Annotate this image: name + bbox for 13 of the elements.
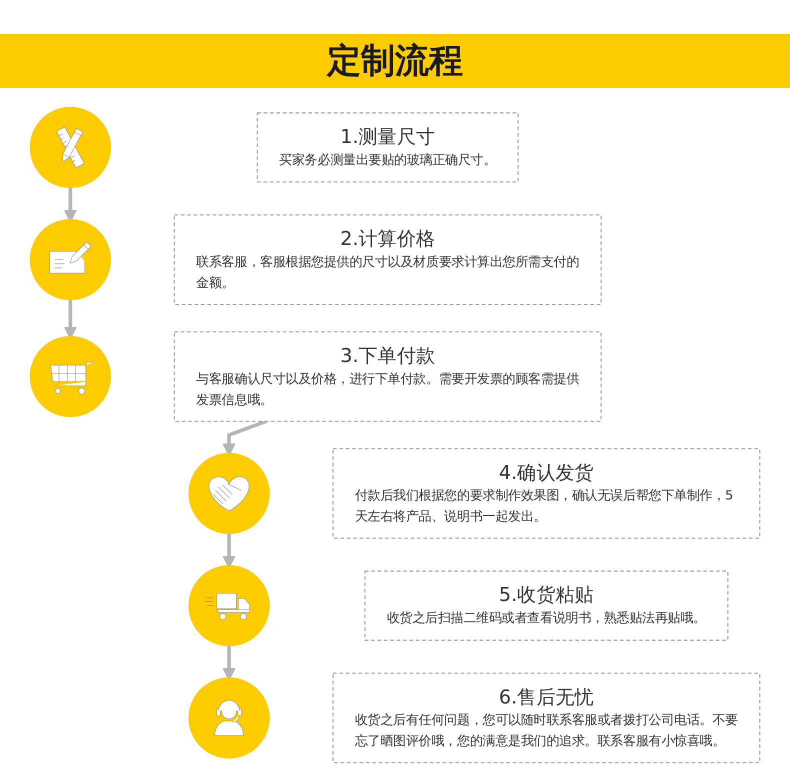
step-description: 收货之后有任何问题，您可以随时联系客服或者拨打公司电话。不要忘了晒图评价哦，您的满意是我们的追求。联系客服有小惊喜哦。 (354, 712, 738, 751)
step-title: 3.下单付款 (340, 344, 436, 368)
step-title: 4.确认发货 (498, 460, 594, 486)
step-description: 付款后我们根据您的要求制作效果图，确认无误后帮您下单制作，5天左右将产品、说明书一起发出。 (354, 488, 734, 526)
step-title: 5.收货粘贴 (498, 582, 594, 608)
step-description: 收货之后扫描二维码或者查看说明书，熟悉贴法再贴哦。 (386, 610, 706, 628)
step-description: 与客服确认尺寸以及价格，进行下单付款。需要开发票的顾客需提供发票信息哦。 (196, 371, 580, 410)
title: 定制流程 (327, 40, 463, 82)
step-description: 联系客服，客服根据您提供的尺寸以及材质要求计算出您所需支付的金额。 (196, 254, 580, 292)
step-title: 1.测量尺寸 (340, 124, 436, 150)
step-description: 买家务必测量出要贴的玻璃正确尺寸。 (279, 152, 496, 170)
step-title: 6.售后无忧 (498, 684, 594, 710)
step-title: 2.计算价格 (340, 226, 436, 252)
